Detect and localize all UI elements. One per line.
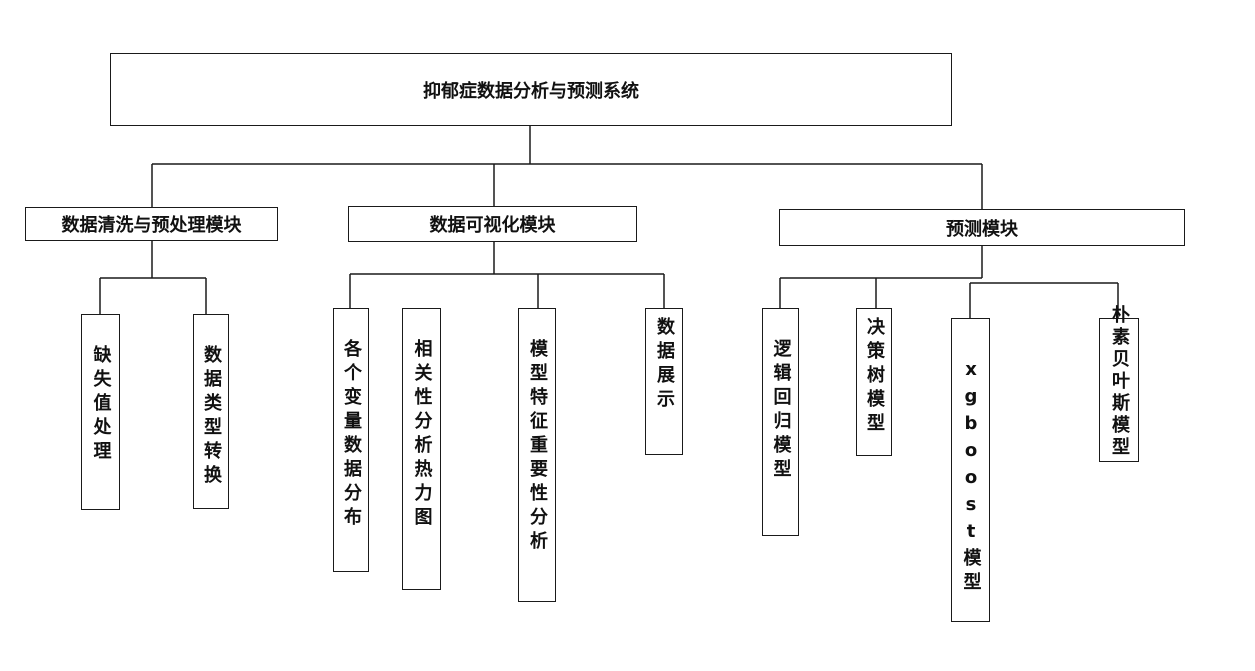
- module-data-visualization: 数据可视化模块: [348, 206, 637, 242]
- leaf-label: 朴素贝叶斯模型: [1109, 305, 1130, 459]
- root-system-box: 抑郁症数据分析与预测系统: [110, 53, 952, 126]
- leaf-label: xgboost模型: [960, 359, 982, 596]
- leaf-label: 相关性分析热力图: [411, 339, 433, 531]
- leaf-decision-tree: 决策树模型: [856, 308, 892, 456]
- leaf-feature-importance: 模型特征重要性分析: [518, 308, 556, 602]
- module-title: 预测模块: [946, 218, 1018, 240]
- leaf-label: 数据展示: [654, 317, 675, 413]
- leaf-data-type-conversion: 数据类型转换: [193, 314, 229, 509]
- leaf-data-display: 数据展示: [645, 308, 683, 455]
- leaf-naive-bayes: 朴素贝叶斯模型: [1099, 305, 1139, 462]
- leaf-label: 缺失值处理: [90, 345, 112, 465]
- leaf-label: 逻辑回归模型: [770, 339, 792, 483]
- leaf-correlation-heatmap: 相关性分析热力图: [402, 308, 441, 590]
- leaf-logistic-regression: 逻辑回归模型: [762, 308, 799, 536]
- leaf-label: 各个变量数据分布: [341, 339, 362, 531]
- leaf-label: 模型特征重要性分析: [527, 339, 548, 555]
- leaf-label: 决策树模型: [864, 317, 885, 437]
- module-prediction: 预测模块: [779, 209, 1185, 246]
- module-data-cleaning: 数据清洗与预处理模块: [25, 207, 278, 241]
- leaf-xgboost: xgboost模型: [951, 318, 990, 622]
- leaf-missing-value-handling: 缺失值处理: [81, 314, 120, 510]
- module-title: 数据清洗与预处理模块: [61, 215, 242, 236]
- root-system-title: 抑郁症数据分析与预测系统: [423, 80, 639, 102]
- module-title: 数据可视化模块: [429, 215, 556, 236]
- leaf-label: 数据类型转换: [201, 345, 222, 489]
- leaf-variable-distribution: 各个变量数据分布: [333, 308, 369, 572]
